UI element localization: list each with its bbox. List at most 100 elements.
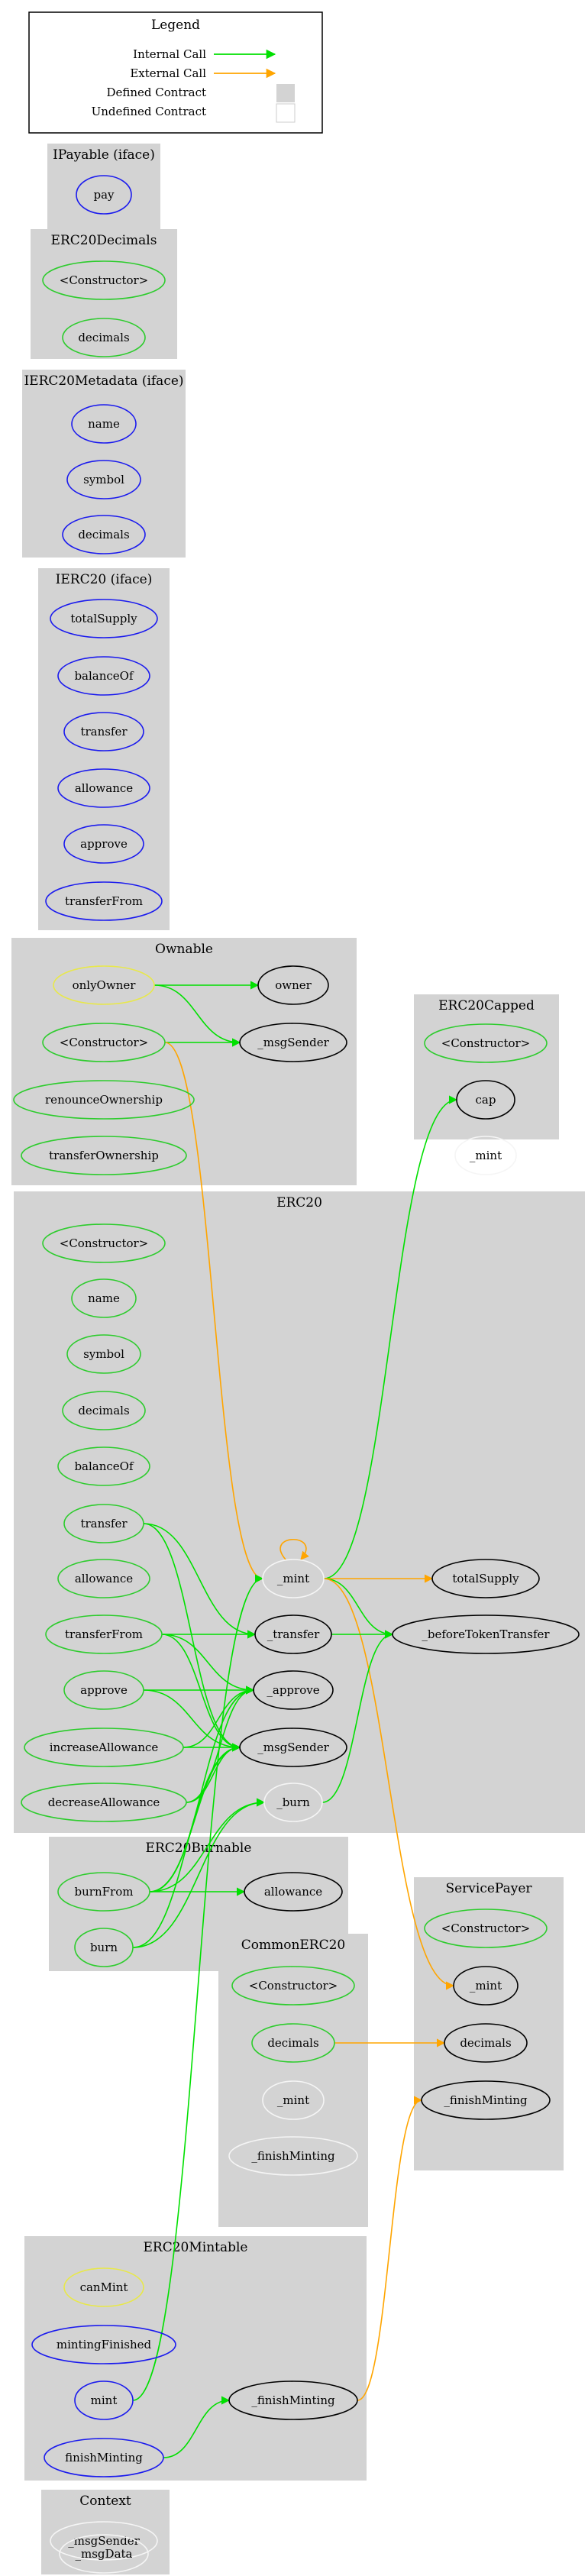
node-ellipse	[50, 2521, 158, 2561]
cluster-erc20: ERC20	[14, 1191, 585, 1833]
node-ierc20-approve[interactable]: approve	[63, 824, 144, 864]
node-erc20-increaseAllowance[interactable]: increaseAllowance	[24, 1728, 184, 1767]
node-label: decreaseAllowance	[48, 1795, 160, 1809]
node-ierc20metadata-name[interactable]: name	[71, 404, 137, 444]
node-erc20mintable-finishMinting[interactable]: finishMinting	[44, 2438, 164, 2477]
node-label: _mint	[470, 1149, 502, 1162]
cluster-title: ERC20Burnable	[146, 1841, 252, 1856]
node-ellipse	[42, 1223, 166, 1263]
node-label: _msgSender	[257, 1036, 329, 1049]
node-label: allowance	[264, 1885, 322, 1899]
node-label: _msgData	[76, 2547, 133, 2561]
node-erc20-transferFrom[interactable]: transferFrom	[45, 1614, 163, 1654]
node-erc20-name[interactable]: name	[71, 1278, 137, 1318]
node-servicepayer-ctor[interactable]: <Constructor>	[424, 1909, 548, 1948]
edge-erc20-transferFrom-to-erc20--approve	[161, 1634, 255, 1695]
node-erc20capped-cap[interactable]: cap	[456, 1080, 515, 1120]
node-label: cap	[476, 1093, 496, 1107]
node-erc20burnable-burnFrom[interactable]: burnFrom	[57, 1872, 150, 1912]
cluster-title: ERC20Capped	[438, 998, 535, 1013]
edge-erc20-mint-to-erc20-beforeTokenTransfer	[323, 1578, 394, 1639]
cluster-title: IPayable (iface)	[53, 147, 155, 163]
node-ellipse	[24, 1728, 184, 1767]
node-erc20mintable-canMint[interactable]: canMint	[63, 2267, 144, 2307]
node-label: transferFrom	[65, 1627, 143, 1641]
edge-erc20-mint-to-servicepayer-mint	[323, 1578, 455, 1990]
node-ellipse	[57, 1446, 150, 1486]
node-ellipse	[228, 2380, 358, 2420]
node-label: canMint	[80, 2280, 128, 2294]
node-ipayable-pay[interactable]: pay	[76, 175, 132, 215]
node-ellipse	[263, 1783, 323, 1822]
node-erc20-balanceOf[interactable]: balanceOf	[57, 1446, 150, 1486]
node-label: _beforeTokenTransfer	[422, 1627, 550, 1641]
node-erc20capped-ctor[interactable]: <Constructor>	[424, 1023, 548, 1063]
node-erc20decimals-ctor[interactable]: <Constructor>	[42, 260, 166, 300]
node-erc20-approve[interactable]: approve	[63, 1670, 144, 1710]
node-erc20-ctor[interactable]: <Constructor>	[42, 1223, 166, 1263]
node-erc20-mint[interactable]: _mint	[262, 1559, 325, 1598]
node-label: totalSupply	[70, 612, 137, 625]
node-commonerc20-finishMinting[interactable]: _finishMinting	[228, 2136, 358, 2176]
nodes-layer: pay <Constructor> decimals name symbol decima…	[13, 175, 580, 2574]
node-label: decimals	[78, 528, 129, 541]
node-label: pay	[93, 188, 115, 202]
node-erc20-msgSender[interactable]: _msgSender	[239, 1728, 347, 1767]
node-erc20-allowance[interactable]: allowance	[57, 1559, 150, 1598]
node-ownable-transferOwnership[interactable]: transferOwnership	[21, 1136, 187, 1175]
edge-erc20-mint-to-erc20capped-cap	[323, 1095, 458, 1579]
node-ierc20metadata-decimals[interactable]: decimals	[62, 515, 146, 554]
node-erc20--transfer[interactable]: _transfer	[254, 1614, 332, 1654]
node-erc20--approve[interactable]: _approve	[253, 1670, 334, 1710]
node-ellipse	[254, 1614, 332, 1654]
node-commonerc20-ctor[interactable]: <Constructor>	[231, 1966, 355, 2006]
node-ellipse	[421, 2080, 551, 2120]
node-label: name	[88, 417, 120, 431]
node-erc20-symbol[interactable]: symbol	[66, 1334, 141, 1374]
node-ownable-msgSender[interactable]: _msgSender	[239, 1023, 347, 1062]
cluster-background	[31, 229, 177, 359]
node-erc20-burn[interactable]: _burn	[263, 1783, 323, 1822]
node-ownable-owner[interactable]: owner	[257, 965, 329, 1005]
node-ownable-ctor[interactable]: <Constructor>	[42, 1023, 166, 1062]
legend-undefined-contract-label: Undefined Contract	[92, 105, 206, 118]
node-ellipse	[45, 1614, 163, 1654]
node-ownable-onlyOwner[interactable]: onlyOwner	[53, 965, 155, 1005]
node-erc20decimals-decimals[interactable]: decimals	[62, 318, 146, 357]
node-ierc20-transferFrom[interactable]: transferFrom	[45, 881, 163, 921]
node-label: symbol	[83, 1347, 124, 1361]
edge-erc20burnable-burnFrom-to-erc20-burn	[149, 1798, 266, 1892]
node-erc20capped-mint[interactable]: _mint	[454, 1136, 517, 1175]
node-ierc20-totalSupply[interactable]: totalSupply	[50, 599, 158, 638]
node-erc20-decreaseAllowance[interactable]: decreaseAllowance	[21, 1783, 187, 1822]
node-erc20mintable-mint[interactable]: mint	[74, 2380, 134, 2420]
node-servicepayer-mint[interactable]: _mint	[453, 1966, 519, 2006]
node-erc20mintable-finishMintingInternal[interactable]: _finishMinting	[228, 2380, 358, 2420]
node-commonerc20-decimals[interactable]: decimals	[251, 2023, 335, 2063]
node-ierc20-balanceOf[interactable]: balanceOf	[57, 656, 150, 696]
node-erc20-decimals[interactable]: decimals	[62, 1391, 146, 1430]
node-erc20-totalSupply[interactable]: totalSupply	[431, 1559, 540, 1598]
node-commonerc20-mint[interactable]: _mint	[262, 2080, 325, 2120]
node-ownable-renounceOwnership[interactable]: renounceOwnership	[13, 1080, 195, 1120]
cluster-background	[24, 2236, 367, 2481]
node-erc20burnable-burn[interactable]: burn	[74, 1928, 134, 1967]
node-ierc20-transfer[interactable]: transfer	[63, 712, 144, 751]
node-ierc20-allowance[interactable]: allowance	[57, 768, 150, 808]
node-ellipse	[62, 515, 146, 554]
node-label: decimals	[267, 2036, 318, 2050]
node-ellipse	[251, 2023, 335, 2063]
node-erc20-beforeTokenTransfer[interactable]: _beforeTokenTransfer	[392, 1614, 580, 1654]
node-context-msgSender[interactable]: _msgSender	[50, 2521, 158, 2561]
node-ierc20metadata-symbol[interactable]: symbol	[66, 460, 141, 499]
node-servicepayer-decimals[interactable]: decimals	[444, 2023, 528, 2063]
node-ellipse	[21, 1136, 187, 1175]
node-erc20mintable-mintingFinished[interactable]: mintingFinished	[31, 2325, 176, 2364]
node-servicepayer-finishMinting[interactable]: _finishMinting	[421, 2080, 551, 2120]
edge-erc20-mint-to-erc20-mint	[279, 1538, 309, 1560]
edge-erc20mintable-mint-to-erc20-mint	[132, 1574, 264, 2401]
node-erc20burnable-allowance[interactable]: allowance	[244, 1872, 343, 1912]
node-label: _mint	[470, 1979, 502, 1993]
node-context-msgData[interactable]: _msgData	[59, 2534, 149, 2574]
node-erc20-transfer[interactable]: transfer	[63, 1504, 144, 1543]
